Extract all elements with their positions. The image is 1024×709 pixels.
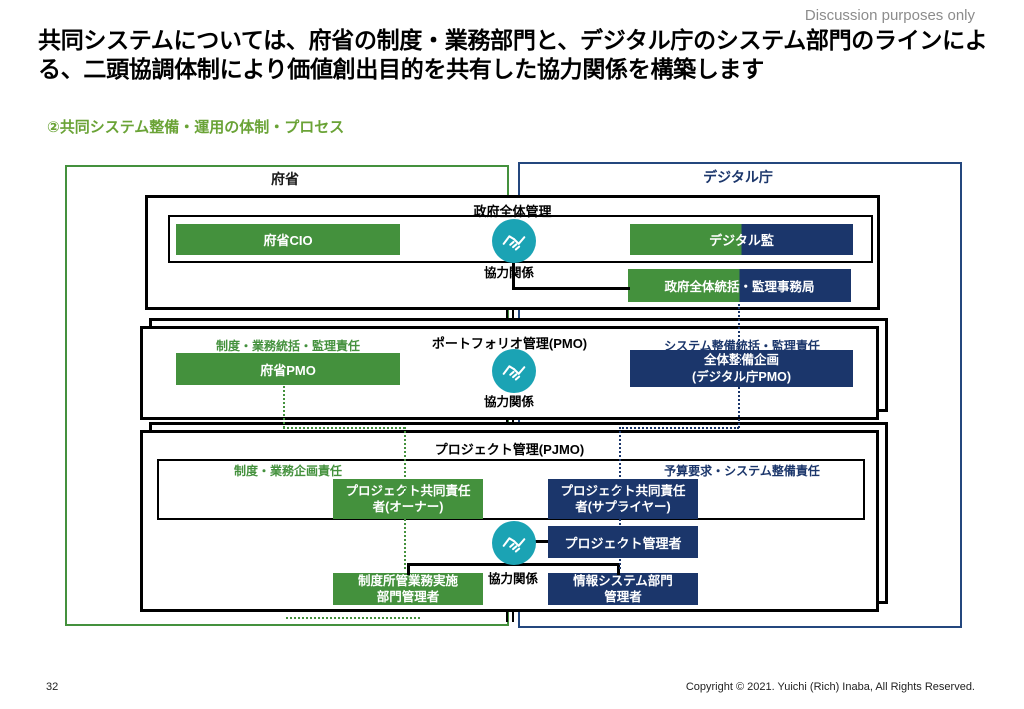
gap-connector-line (512, 610, 514, 622)
it-dept-manager-box: 情報システム部門 管理者 (548, 573, 698, 605)
connector-stub-left (407, 563, 410, 575)
dotted-line-ministry-vertical (283, 382, 285, 428)
cooperation-label: 協力関係 (483, 266, 534, 280)
ministry-dept-manager-box: 制度所管業務実施 部門管理者 (333, 573, 483, 605)
layer3-title: プロジェクト管理(PJMO) (434, 442, 585, 457)
dotted-line-ministry-jog (283, 427, 405, 429)
connector-stub-right (617, 563, 620, 575)
agency-responsibility-label: 予算要求・システム整備責任 (664, 464, 820, 478)
watermark: Discussion purposes only (804, 7, 975, 24)
page-number: 32 (46, 681, 59, 693)
dotted-line-agency-jog (619, 427, 739, 429)
layer2-title: ポートフォリオ管理(PMO) (431, 336, 588, 351)
gap-connector-line (512, 307, 514, 328)
gap-connector-line (506, 307, 508, 328)
layer-portfolio-management: ポートフォリオ管理(PMO) 制度・業務統括・監理責任 府省PMO 協力関係 シ… (140, 326, 879, 420)
digital-kan-box: デジタル監 (630, 224, 853, 255)
gap-connector-line (506, 610, 508, 622)
handshake-icon (492, 349, 536, 393)
ministry-responsibility-label: 制度・業務企画責任 (233, 464, 342, 478)
page-title: 共同システムについては、府省の制度・業務部門と、デジタル庁のシステム部門のライン… (38, 27, 988, 83)
layer3-inner-frame (157, 459, 865, 520)
handshake-glyph (502, 537, 526, 553)
connector-elbow-vertical (512, 256, 515, 290)
ministry-container-label: 府省 (271, 171, 299, 187)
cooperation-label: 協力関係 (483, 395, 534, 409)
dotted-line-bottom (286, 617, 420, 619)
section-heading: ②共同システム整備・運用の体制・プロセス (47, 119, 345, 136)
copyright-text: Copyright © 2021. Yuichi (Rich) Inaba, A… (685, 681, 975, 693)
handshake-glyph (502, 365, 526, 381)
dotted-line-agency-vertical-lower (619, 427, 621, 569)
handshake-glyph (502, 235, 526, 251)
connector-elbow-horizontal (512, 287, 630, 290)
dotted-line-agency-vertical (738, 304, 740, 428)
supplier-box: プロジェクト共同責任 者(サプライヤー) (548, 479, 698, 519)
cooperation-label: 協力関係 (487, 572, 538, 586)
layer-project-management: プロジェクト管理(PJMO) 制度・業務企画責任 予算要求・システム整備責任 プ… (140, 430, 879, 612)
ministry-cio-box: 府省CIO (176, 224, 400, 255)
handshake-icon (492, 521, 536, 565)
agency-pmo-box: 全体整備企画 (デジタル庁PMO) (630, 350, 853, 387)
dotted-line-ministry-vertical-lower (404, 427, 406, 569)
handshake-icon (492, 219, 536, 263)
ministry-responsibility-label: 制度・業務統括・監理責任 (215, 339, 360, 353)
ministry-pmo-box: 府省PMO (176, 353, 400, 385)
agency-responsibility-label: システム整備統括・監理責任 (664, 339, 820, 353)
connector-handshake-pm (534, 540, 548, 543)
layer-government-management: 政府全体管理 府省CIO デジタル監 協力関係 政府全体統括・監理事務局 (145, 195, 880, 310)
agency-container-label: デジタル庁 (703, 169, 773, 185)
owner-box: プロジェクト共同責任 者(オーナー) (333, 479, 483, 519)
project-manager-box: プロジェクト管理者 (548, 526, 698, 558)
secretariat-box: 政府全体統括・監理事務局 (628, 269, 851, 302)
